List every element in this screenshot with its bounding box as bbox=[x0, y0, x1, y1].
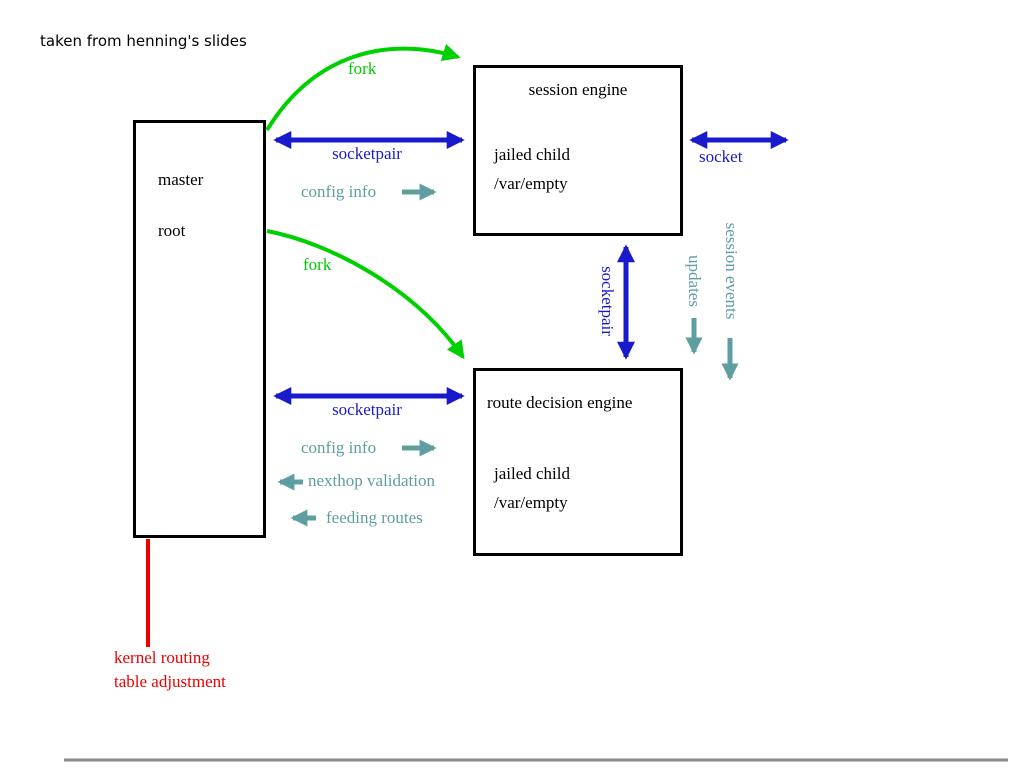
fork-label-bottom: fork bbox=[303, 255, 332, 274]
route-var-empty-label: /var/empty bbox=[494, 493, 568, 512]
kernel-note-line2: table adjustment bbox=[114, 672, 226, 691]
route-jailed-child-label: jailed child bbox=[494, 464, 571, 483]
fork-label-top: fork bbox=[348, 59, 377, 78]
fork-arrow-bottom bbox=[266, 229, 465, 360]
socket-label: socket bbox=[699, 147, 743, 166]
session-engine-title: session engine bbox=[528, 80, 628, 99]
config-info-label-bottom: config info bbox=[301, 438, 377, 457]
route-engine-box: route decision engine jailed child /var/… bbox=[473, 368, 683, 556]
root-label: root bbox=[158, 221, 186, 240]
session-engine-box: session engine jailed child /var/empty bbox=[473, 65, 683, 236]
updates-label: updates bbox=[685, 255, 704, 307]
config-info-label-top: config info bbox=[301, 182, 377, 201]
socketpair-label-vertical: socketpair bbox=[598, 266, 617, 336]
nexthop-validation-label: nexthop validation bbox=[308, 471, 436, 490]
kernel-note-line1: kernel routing bbox=[114, 648, 210, 667]
master-label: master bbox=[158, 170, 204, 189]
master-box: master root bbox=[133, 120, 266, 538]
session-events-label: session events bbox=[722, 222, 741, 320]
slide-title: taken from henning's slides bbox=[40, 32, 247, 50]
session-var-empty-label: /var/empty bbox=[494, 174, 568, 193]
socketpair-label-top: socketpair bbox=[332, 144, 402, 163]
route-engine-title: route decision engine bbox=[487, 393, 633, 412]
feeding-routes-label: feeding routes bbox=[326, 508, 423, 527]
session-jailed-child-label: jailed child bbox=[494, 145, 571, 164]
socketpair-label-bottom: socketpair bbox=[332, 400, 402, 419]
